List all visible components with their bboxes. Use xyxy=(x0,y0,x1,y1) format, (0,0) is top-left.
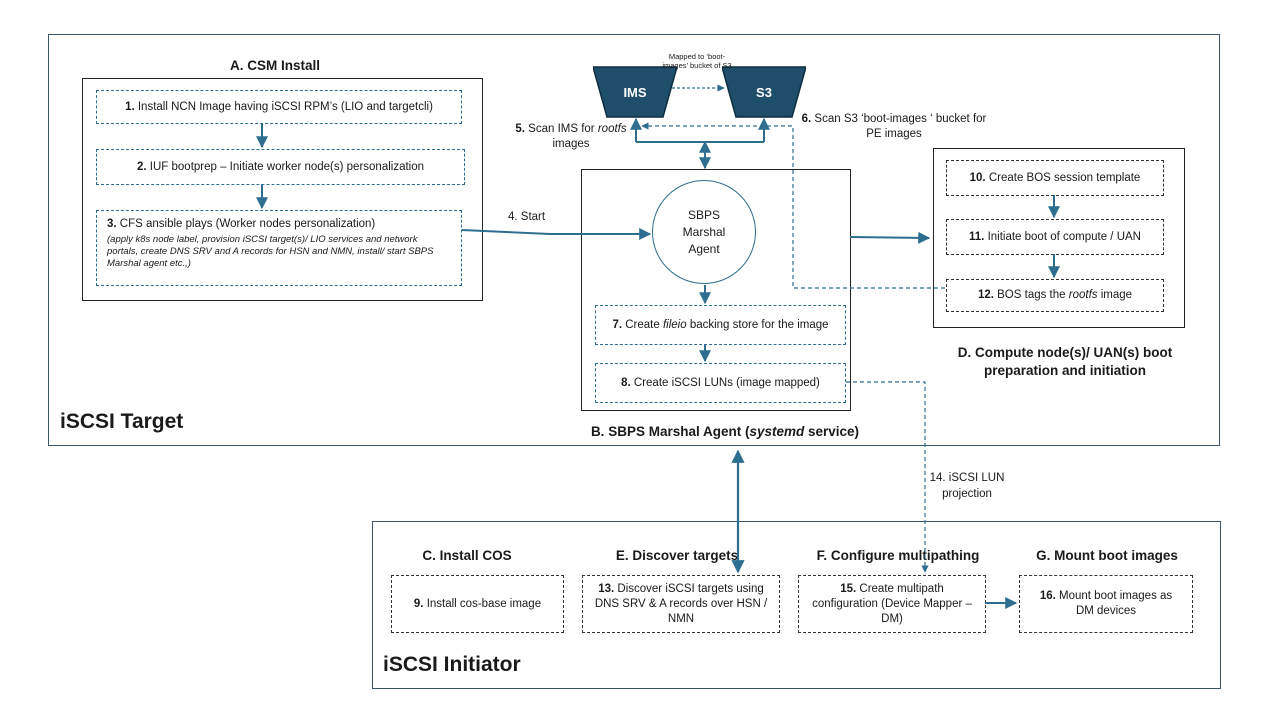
step-number: 5. xyxy=(515,123,525,135)
step-text: Create multipath configuration (Device M… xyxy=(812,582,972,625)
marshal-agent-caption: B. SBPS Marshal Agent (systemd service) xyxy=(560,424,890,439)
csm-step-2: 2. IUF bootprep – Initiate worker node(s… xyxy=(96,149,465,185)
step-text: Initiate boot of compute / UAN xyxy=(987,230,1141,243)
discover-step-13: 13. Discover iSCSI targets using DNS SRV… xyxy=(582,575,780,633)
caption-emphasis: systemd xyxy=(749,424,805,439)
step-text: BOS tags the xyxy=(997,289,1069,301)
csm-step-3: 3. CFS ansible plays (Worker nodes perso… xyxy=(96,210,462,286)
step-text: IUF bootprep – Initiate worker node(s) p… xyxy=(149,160,425,173)
step-text: Scan S3 ‘boot-images ‘ bucket for PE ima… xyxy=(814,113,987,140)
step-text-emphasis: rootfs xyxy=(597,123,627,135)
step-6-label: 6. Scan S3 ‘boot-images ‘ bucket for PE … xyxy=(796,112,992,142)
bos-caption: D. Compute node(s)/ UAN(s) boot preparat… xyxy=(957,345,1173,378)
step-text: Mount boot images as DM devices xyxy=(1059,590,1173,617)
s3-label: S3 xyxy=(756,84,772,100)
step-text: Create BOS session template xyxy=(988,171,1141,184)
marshal-agent-circle: SBPS Marshal Agent xyxy=(652,180,756,284)
step-text: Create xyxy=(625,318,663,331)
step-number: 6. xyxy=(801,113,812,125)
cos-step-9: 9. Install cos-base image xyxy=(391,575,564,633)
iscsi-target-title: iSCSI Target xyxy=(60,410,184,433)
step-text: Create iSCSI LUNs (image mapped) xyxy=(633,376,820,389)
step-number: 12. xyxy=(977,289,994,301)
ims-store-icon xyxy=(593,66,677,118)
step-number: 11. xyxy=(969,230,985,243)
step-number: 1. xyxy=(125,100,135,113)
step-text-emphasis: fileio xyxy=(662,318,687,331)
discover-targets-title: E. Discover targets xyxy=(615,548,739,563)
step-number: 8. xyxy=(621,376,631,389)
configure-multipathing-title: F. Configure multipathing xyxy=(816,548,980,563)
caption-text: service) xyxy=(804,424,860,439)
ims-s3-mapping-note: Mapped to ‘boot-images’ bucket of S3 xyxy=(662,52,732,70)
step-number: 16. xyxy=(1039,590,1056,602)
step-4-label: 4. Start xyxy=(508,211,546,223)
step-number: 10. xyxy=(969,171,986,184)
step-number: 7. xyxy=(612,318,623,331)
step-text: images xyxy=(552,138,590,150)
step-text: Discover iSCSI targets using DNS SRV & A… xyxy=(594,582,768,625)
step-text: backing store for the image xyxy=(686,318,829,331)
step-number: 13. xyxy=(598,582,615,595)
step-text: Scan IMS for xyxy=(528,123,598,135)
step-number: 9. xyxy=(413,597,424,610)
caption-text: B. SBPS Marshal Agent ( xyxy=(590,424,750,439)
bos-step-10: 10. Create BOS session template xyxy=(946,160,1164,196)
step-detail: (apply k8s node label, provision iSCSI t… xyxy=(107,234,434,269)
marshal-step-7: 7. Create fileio backing store for the i… xyxy=(595,305,846,345)
iscsi-initiator-title: iSCSI Initiator xyxy=(383,653,521,676)
step-text: image xyxy=(1097,289,1133,301)
step-5-label: 5. Scan IMS for rootfs images xyxy=(504,122,638,152)
bos-step-12: 12. BOS tags the rootfs image xyxy=(946,279,1164,312)
step-text: Install cos-base image xyxy=(426,597,542,610)
marshal-agent-label: SBPS Marshal Agent xyxy=(682,207,726,256)
step-text: Install NCN Image having iSCSI RPM’s (LI… xyxy=(137,100,433,113)
csm-step-1: 1. Install NCN Image having iSCSI RPM’s … xyxy=(96,90,462,124)
step-number: 2. xyxy=(136,160,147,173)
marshal-step-8: 8. Create iSCSI LUNs (image mapped) xyxy=(595,363,846,403)
step-number: 3. xyxy=(107,218,117,230)
s3-store-icon xyxy=(722,66,806,118)
step-text-emphasis: rootfs xyxy=(1068,289,1098,301)
step-14-label: 14. iSCSI LUN projection xyxy=(929,472,1005,500)
install-cos-title: C. Install COS xyxy=(422,548,512,563)
csm-install-title: A. CSM Install xyxy=(229,58,320,73)
step-number: 15. xyxy=(840,582,857,595)
multipath-step-15: 15. Create multipath configuration (Devi… xyxy=(798,575,986,633)
step-text: CFS ansible plays (Worker nodes personal… xyxy=(119,218,376,230)
mount-step-16: 16. Mount boot images as DM devices xyxy=(1019,575,1193,633)
bos-step-11: 11. Initiate boot of compute / UAN xyxy=(946,219,1164,255)
ims-label: IMS xyxy=(623,84,647,100)
mount-boot-images-title: G. Mount boot images xyxy=(1036,548,1178,563)
